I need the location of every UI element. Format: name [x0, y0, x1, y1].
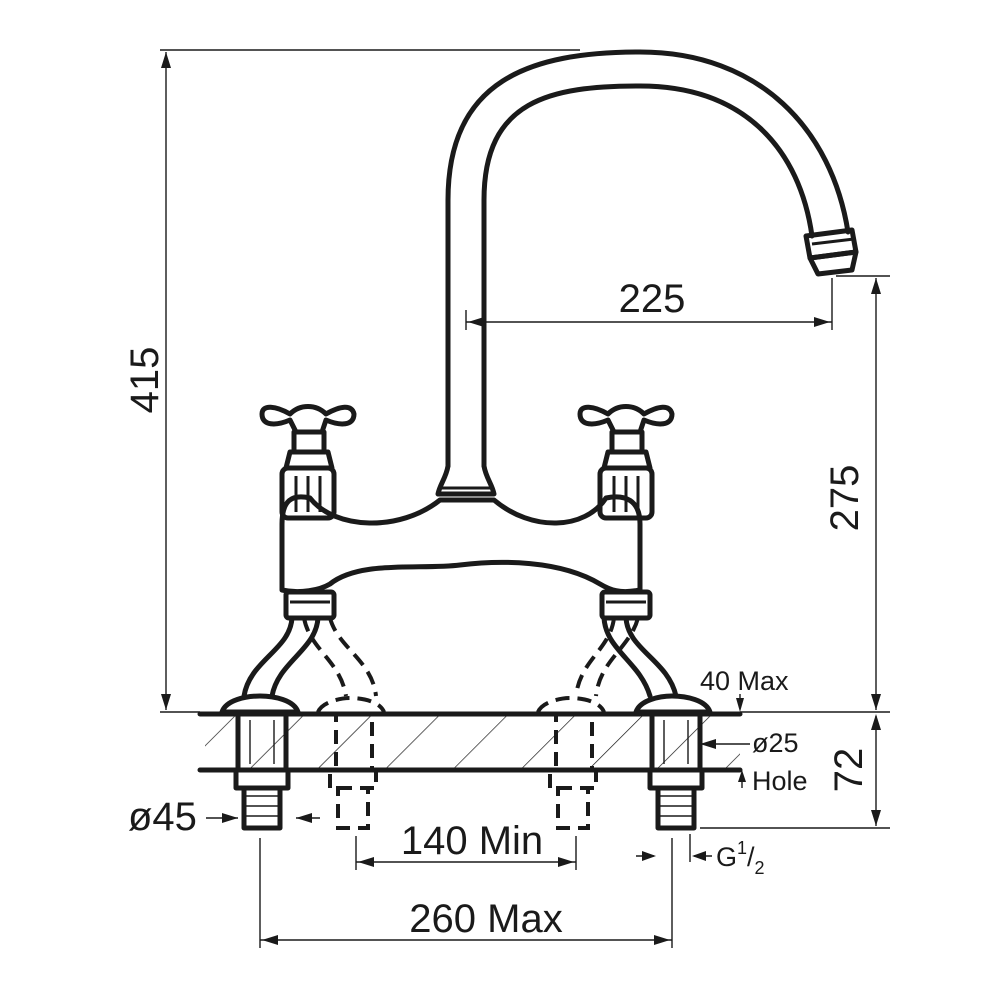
dimension-spout-height: 275	[823, 275, 890, 710]
swan-neck-spout	[435, 49, 859, 497]
hole-diameter-label: ø25	[752, 728, 799, 758]
dimension-centres-max: 260 Max	[259, 838, 673, 948]
dimension-thread-size: G1/2	[636, 834, 765, 878]
threaded-tails	[233, 711, 705, 831]
dimension-overall-height: 415	[123, 49, 580, 713]
centres-max-label: 260 Max	[409, 897, 562, 941]
right-cross-handle-valve	[577, 404, 675, 621]
dimension-flange-diameter: ø45	[128, 795, 320, 839]
thread-size-label: G1/2	[716, 838, 765, 878]
hole-label: Hole	[752, 766, 808, 796]
dimension-spout-reach: 225	[465, 277, 833, 330]
deck-section	[197, 711, 743, 773]
dimension-deck-thickness: 40 Max	[700, 666, 789, 712]
bridge-body	[279, 494, 643, 595]
body-height-label: 72	[827, 748, 871, 793]
spout-height-label: 275	[823, 465, 867, 532]
flange-diameter-label: ø45	[128, 795, 197, 839]
dimension-hole-diameter: ø25 Hole	[700, 728, 808, 796]
spout-reach-label: 225	[619, 277, 686, 321]
dimension-centres-min: 140 Min	[355, 819, 577, 870]
dimension-body-height: 72	[700, 711, 890, 829]
left-cross-handle-valve	[259, 404, 357, 621]
deck-thickness-label: 40 Max	[700, 666, 789, 696]
overall-height-label: 415	[123, 347, 167, 414]
centres-min-label: 140 Min	[401, 819, 543, 863]
adjustable-legs	[219, 615, 713, 715]
